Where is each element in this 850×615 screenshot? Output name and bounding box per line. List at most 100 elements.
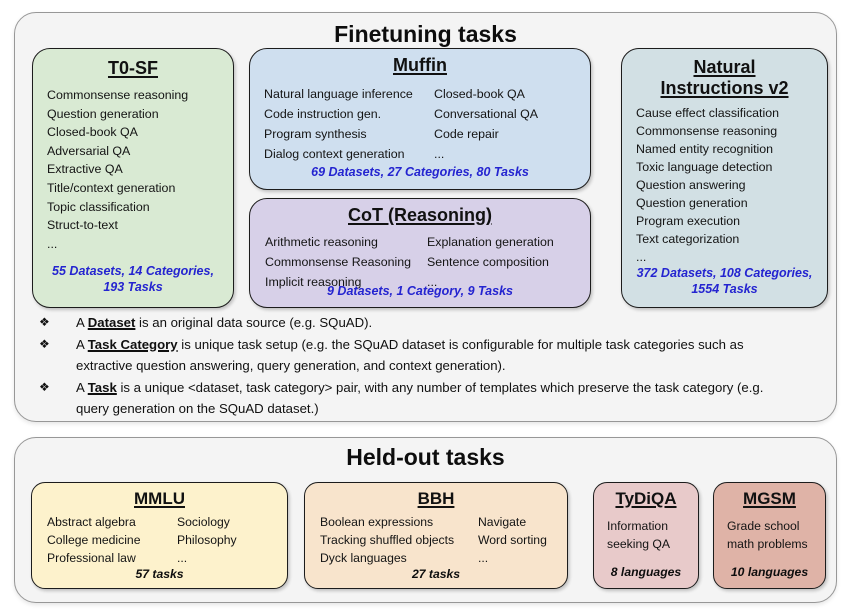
list-item: Named entity recognition <box>636 142 774 156</box>
tydiqa-task-list: Information seeking QA <box>594 509 698 553</box>
tydiqa-title: TyDiQA <box>615 489 677 508</box>
note-pre: A <box>76 336 88 352</box>
mgsm-box: MGSM Grade school math problems 10 langu… <box>713 482 826 589</box>
note-term: Task Category <box>87 336 178 352</box>
note-term: Task <box>87 379 117 395</box>
list-item: College medicine <box>47 533 141 547</box>
bbh-stats: 27 tasks <box>411 567 461 581</box>
list-item: Dyck languages <box>320 551 407 565</box>
note-rest: is unique task setup (e.g. the SQuAD dat… <box>177 336 744 352</box>
list-item: Extractive QA <box>47 162 123 177</box>
list-item: Title/context generation <box>47 180 176 195</box>
list-item: Program execution <box>636 214 740 228</box>
list-item: Code repair <box>434 127 499 141</box>
tydiqa-stats: 8 languages <box>610 565 682 579</box>
list-item: Grade school math problems <box>727 519 808 551</box>
note-text: A Task Category is unique task setup (e.… <box>76 334 822 377</box>
list-item: Implicit reasoning <box>265 275 362 289</box>
list-item: Arithmetic reasoning <box>265 235 378 249</box>
note-term: Dataset <box>87 315 136 330</box>
heldout-title: Held-out tasks <box>346 444 505 470</box>
list-item: Adversarial QA <box>47 143 131 158</box>
list-item: Abstract algebra <box>47 515 136 529</box>
list-item: ... <box>47 236 58 251</box>
list-item: Information seeking QA <box>607 519 671 551</box>
mmlu-stats: 57 tasks <box>135 567 184 581</box>
finetuning-panel: Finetuning tasks T0-SF Commonsense reaso… <box>14 12 837 422</box>
list-item: Sociology <box>177 515 230 529</box>
list-item: Code instruction gen. <box>264 107 382 121</box>
note-pre: A <box>76 379 88 395</box>
niv2-stats: 372 Datasets, 108 Categories, 1554 Tasks <box>636 266 813 296</box>
cot-title: CoT (Reasoning) <box>348 205 492 225</box>
cot-stats: 9 Datasets, 1 Category, 9 Tasks <box>327 284 513 298</box>
finetuning-title: Finetuning tasks <box>334 21 517 47</box>
list-item: ... <box>636 250 647 264</box>
note-task: ❖ A Task is a unique <dataset, task cate… <box>37 377 822 420</box>
list-item: Question generation <box>636 196 748 210</box>
definition-notes: ❖ A Dataset is an original data source (… <box>37 312 822 420</box>
list-item: Word sorting <box>478 533 547 547</box>
niv2-title: Natural Instructions v2 <box>660 57 789 98</box>
mgsm-title: MGSM <box>743 489 796 508</box>
list-item: ... <box>434 147 445 161</box>
list-item: Text categorization <box>636 232 740 246</box>
note-rest: is a unique <dataset, task category> pai… <box>116 379 764 395</box>
note-rest-line2: extractive question answering, query gen… <box>76 358 506 373</box>
note-dataset: ❖ A Dataset is an original data source (… <box>37 312 822 334</box>
note-pre: A <box>76 315 88 330</box>
list-item: ... <box>478 551 489 565</box>
mgsm-task-list: Grade school math problems <box>714 509 825 553</box>
note-text: A Task is a unique <dataset, task catego… <box>76 377 822 420</box>
niv2-box: Natural Instructions v2 Cause effect cla… <box>621 48 828 308</box>
list-item: Toxic language detection <box>636 160 773 174</box>
tydiqa-box: TyDiQA Information seeking QA 8 language… <box>593 482 699 589</box>
list-item: Philosophy <box>177 533 237 547</box>
mmlu-title: MMLU <box>134 489 185 508</box>
list-item: ... <box>177 551 188 565</box>
muffin-title: Muffin <box>393 55 447 75</box>
note-rest-line2: query generation on the SQuAD dataset.) <box>76 401 319 416</box>
list-item: Cause effect classification <box>636 106 780 120</box>
bullet-icon: ❖ <box>39 336 50 351</box>
list-item: ... <box>427 275 438 289</box>
list-item: Dialog context generation <box>264 147 405 161</box>
note-rest: is an original data source (e.g. SQuAD). <box>135 315 373 330</box>
list-item: Tracking shuffled objects <box>320 533 455 547</box>
list-item: Professional law <box>47 551 136 565</box>
list-item: Sentence composition <box>427 255 549 269</box>
bullet-icon: ❖ <box>39 315 50 329</box>
list-item: Commonsense Reasoning <box>265 255 412 269</box>
muffin-stats: 69 Datasets, 27 Categories, 80 Tasks <box>311 165 529 179</box>
list-item: Navigate <box>478 515 527 529</box>
t0sf-stats: 55 Datasets, 14 Categories, 193 Tasks <box>52 264 214 294</box>
list-item: Commonsense reasoning <box>47 88 189 102</box>
t0sf-title: T0-SF <box>107 58 158 78</box>
list-item: Struct-to-text <box>47 218 118 233</box>
list-item: Boolean expressions <box>320 515 434 529</box>
list-item: Natural language inference <box>264 87 413 101</box>
list-item: Commonsense reasoning <box>636 124 778 138</box>
list-item: Question answering <box>636 178 746 192</box>
list-item: Explanation generation <box>427 235 554 249</box>
